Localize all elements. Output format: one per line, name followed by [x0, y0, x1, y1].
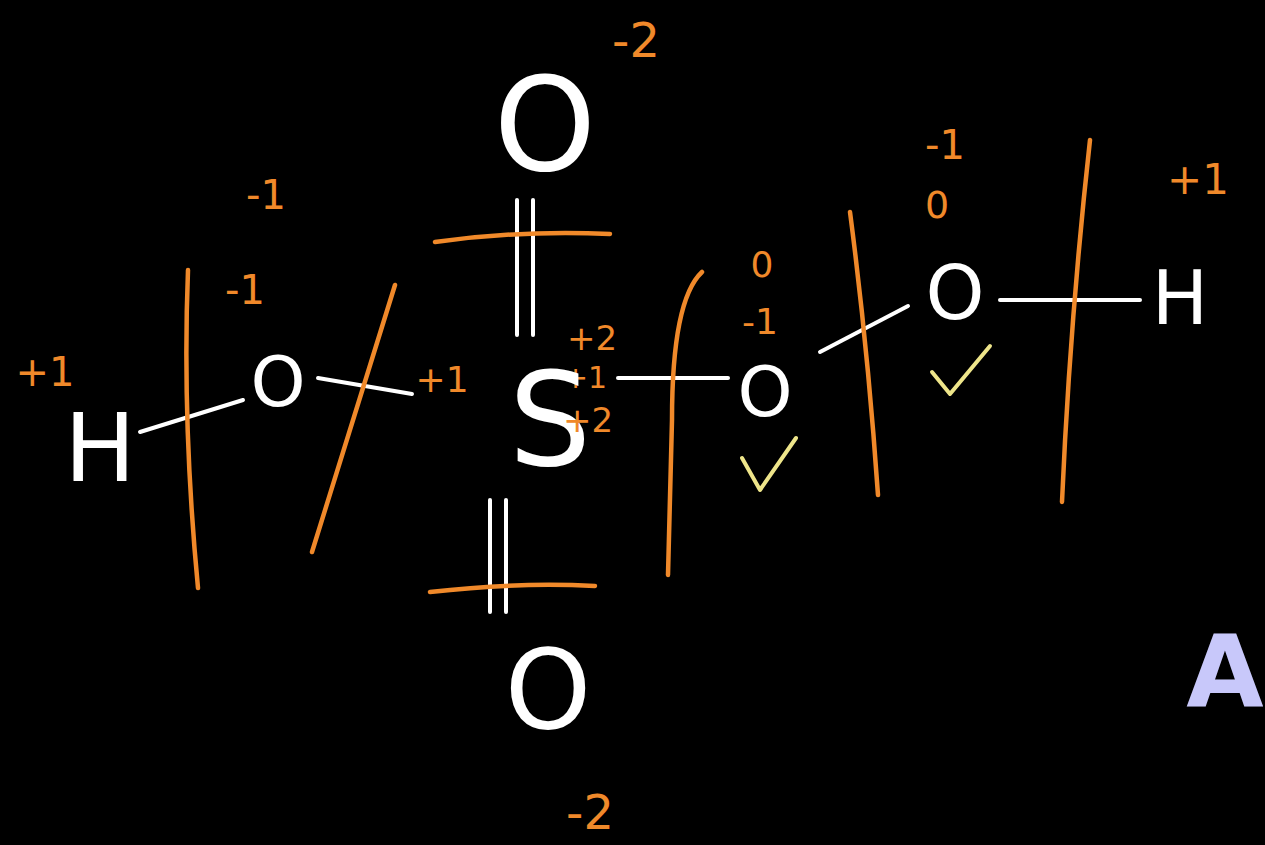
slide-letter: A	[1186, 622, 1263, 722]
double-bond	[531, 200, 535, 335]
atom-symbol: O	[505, 635, 592, 745]
oxidation-number: 0	[751, 247, 774, 283]
double-bond	[504, 500, 508, 612]
oxidation-number: -2	[612, 16, 660, 64]
cut-line	[430, 585, 595, 592]
cut-line	[850, 212, 878, 495]
oxidation-number: -1	[225, 270, 265, 310]
check-mark	[742, 438, 796, 490]
cut-line	[312, 285, 395, 552]
cut-line	[435, 233, 610, 242]
oxidation-number: -1	[246, 175, 286, 215]
single-bond	[1000, 298, 1140, 302]
atom-symbol: O	[250, 347, 305, 417]
oxidation-number: -1	[742, 304, 778, 340]
atom-symbol: H	[1152, 261, 1208, 336]
oxidation-number: -1	[925, 125, 965, 165]
double-bond	[515, 200, 519, 335]
single-bond	[140, 400, 243, 432]
oxidation-number: +1	[16, 352, 75, 392]
cut-line	[1062, 140, 1090, 502]
cut-line	[186, 270, 198, 588]
atom-symbol: H	[64, 401, 135, 496]
oxidation-number: +2	[563, 403, 613, 437]
oxidation-number: 0	[925, 186, 949, 224]
atom-symbol: O	[737, 357, 792, 427]
oxidation-number: -2	[566, 788, 614, 836]
check-mark	[932, 346, 990, 394]
oxidation-number: +1	[1167, 159, 1229, 201]
cut-line	[668, 272, 702, 575]
atom-symbol: O	[925, 256, 984, 331]
oxidation-number: +2	[567, 321, 617, 355]
atom-symbol: O	[494, 60, 596, 190]
oxidation-number: +1	[415, 362, 468, 398]
double-bond	[488, 500, 492, 612]
